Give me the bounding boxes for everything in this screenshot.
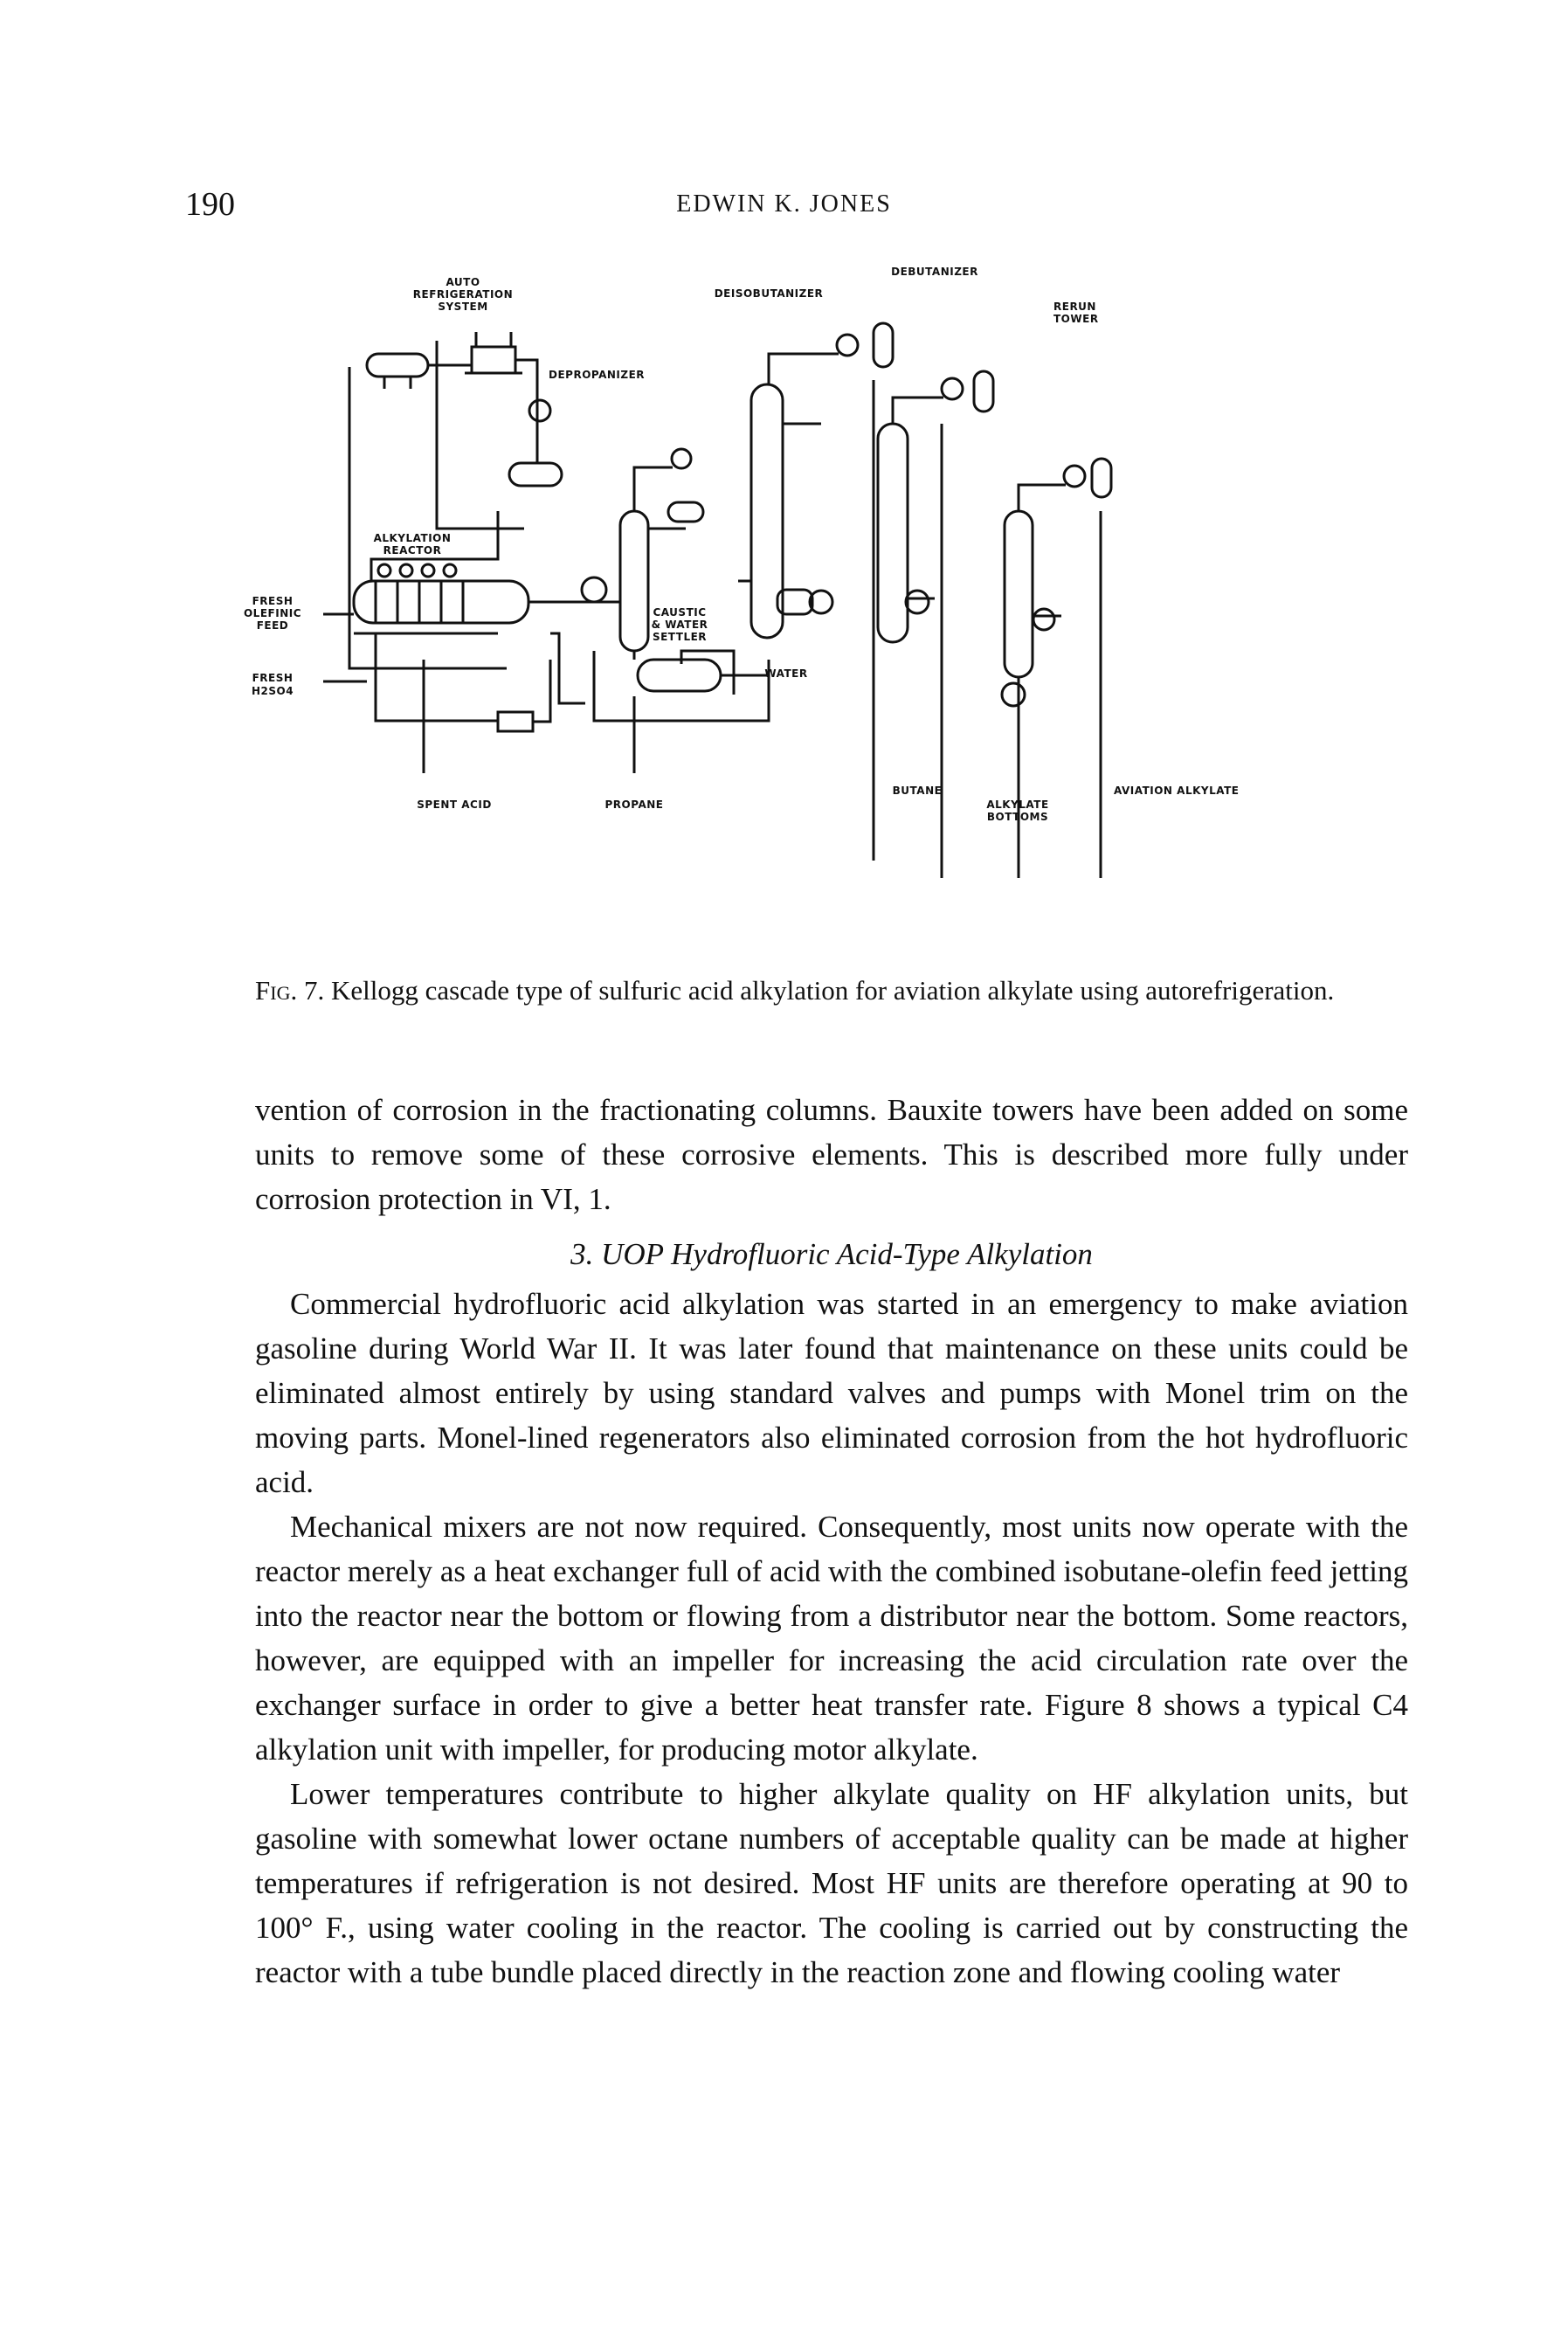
process-flow-diagram: AUTO REFRIGERATION SYSTEM DEBUTANIZER DE… bbox=[210, 249, 1371, 965]
acid-exchanger bbox=[496, 710, 535, 733]
flow-diagram-svg: AUTO REFRIGERATION SYSTEM DEBUTANIZER DE… bbox=[244, 266, 1239, 878]
depropanizer-column bbox=[618, 509, 650, 653]
figure-caption: Fig. 7. Kellogg cascade type of sulfuric… bbox=[255, 972, 1408, 1010]
rerun-tower-label-2: TOWER bbox=[1053, 313, 1099, 325]
auto-refrigeration-label-1: AUTO bbox=[446, 276, 480, 288]
compressor bbox=[470, 345, 517, 375]
paragraph-1: vention of corrosion in the fractionatin… bbox=[255, 1093, 1408, 1216]
figure-caption-label: Fig. 7. bbox=[255, 975, 325, 1006]
fresh-olefinic-feed-label-3: FEED bbox=[257, 619, 289, 632]
propane-label: PROPANE bbox=[605, 799, 664, 811]
paragraph-3: Mechanical mixers are not now required. … bbox=[255, 1510, 1408, 1767]
paragraph-2: Commercial hydrofluoric acid alkylation … bbox=[255, 1287, 1408, 1499]
feed-drum bbox=[508, 461, 563, 487]
deisobutanizer-column bbox=[749, 383, 784, 640]
fresh-olefinic-feed-label-1: FRESH bbox=[252, 595, 294, 607]
water-settler bbox=[636, 658, 722, 693]
figure-caption-text: Kellogg cascade type of sulfuric acid al… bbox=[330, 975, 1335, 1006]
water-label: WATER bbox=[764, 667, 807, 680]
debutanizer-column bbox=[876, 422, 909, 644]
fresh-h2so4-label-2: H2SO4 bbox=[252, 685, 294, 697]
alkylation-reactor-label-1: ALKYLATION bbox=[374, 532, 452, 544]
alkylate-bottoms-label-2: BOTTOMS bbox=[987, 811, 1048, 823]
depropanizer-label: DEPROPANIZER bbox=[549, 369, 645, 381]
paragraph-4: Lower temperatures contribute to higher … bbox=[255, 1777, 1408, 1989]
rerun-tower-label-1: RERUN bbox=[1053, 301, 1096, 313]
alkylate-bottoms-label-1: ALKYLATE bbox=[986, 799, 1048, 811]
body-text: vention of corrosion in the fractionatin… bbox=[255, 1088, 1408, 1995]
caustic-water-settler-label-1: CAUSTIC bbox=[653, 606, 706, 619]
caustic-water-settler-label-3: SETTLER bbox=[653, 631, 707, 643]
page-number: 190 bbox=[185, 186, 235, 223]
spent-acid-label: SPENT ACID bbox=[417, 799, 492, 811]
caustic-water-settler-label-2: & WATER bbox=[652, 619, 708, 631]
fresh-h2so4-label-1: FRESH bbox=[252, 672, 294, 684]
rerun-tower bbox=[1003, 509, 1034, 679]
aviation-alkylate-label: AVIATION ALKYLATE bbox=[1114, 785, 1239, 797]
debutanizer-label: DEBUTANIZER bbox=[891, 266, 978, 278]
section-heading: 3. UOP Hydrofluoric Acid-Type Alkylation bbox=[570, 1237, 1093, 1271]
auto-refrigeration-label-2: REFRIGERATION bbox=[413, 288, 513, 301]
alkylation-reactor-label-2: REACTOR bbox=[383, 544, 442, 557]
running-head: EDWIN K. JONES bbox=[676, 190, 892, 218]
refrigeration-drum bbox=[365, 352, 430, 378]
fresh-olefinic-feed-label-2: OLEFINIC bbox=[244, 607, 301, 619]
auto-refrigeration-label-3: SYSTEM bbox=[438, 301, 487, 313]
butane-label: BUTANE bbox=[893, 785, 943, 797]
deisobutanizer-label: DEISOBUTANIZER bbox=[715, 287, 824, 300]
